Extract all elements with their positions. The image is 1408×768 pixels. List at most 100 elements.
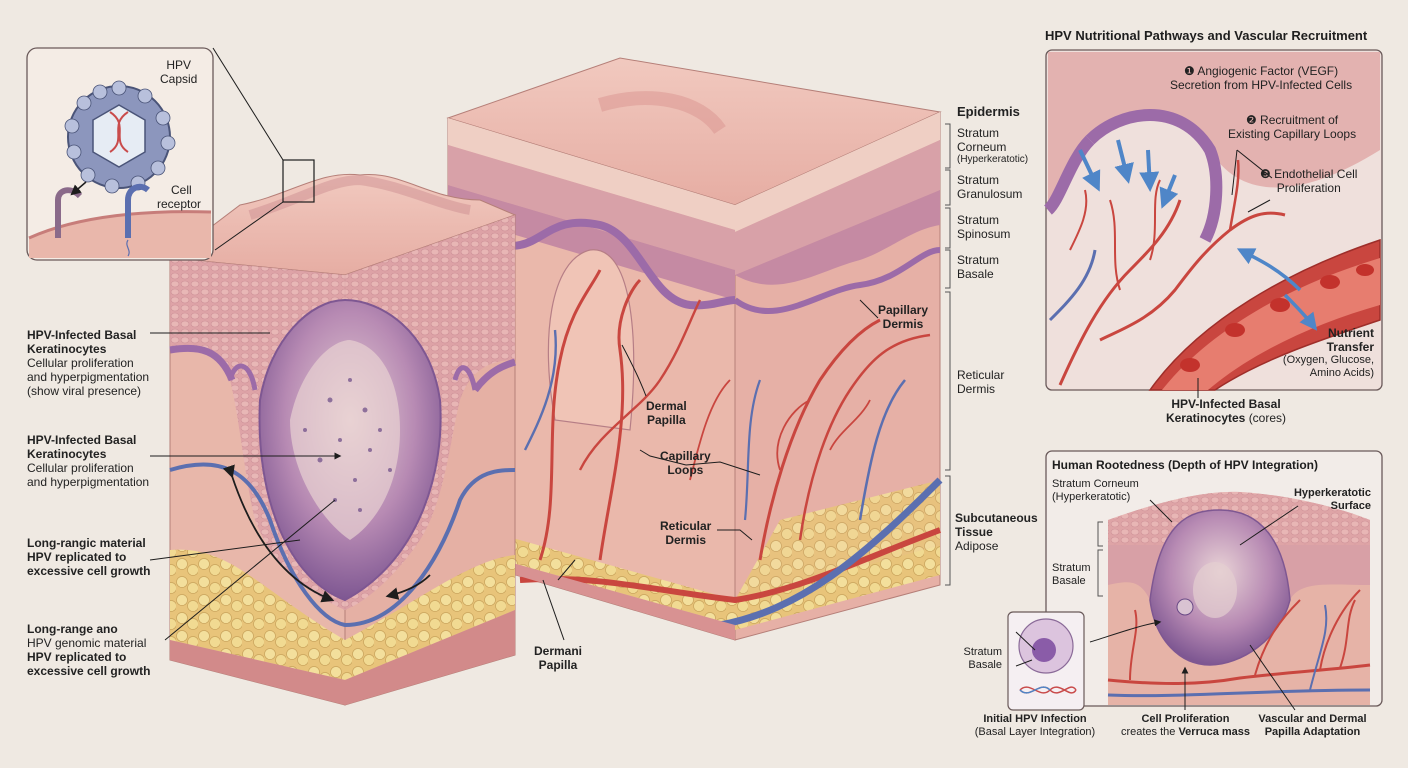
capillary-loops-label: Capillary Loops bbox=[660, 449, 711, 477]
stratum-basale-label: Stratum Basale bbox=[957, 253, 999, 281]
stratum-spinosum-line1: Stratum bbox=[957, 213, 1000, 227]
dermal-papilla-line1: Dermal bbox=[646, 399, 687, 413]
long-range-2-line4: excessive cell growth bbox=[27, 664, 151, 678]
adipose-line: Adipose bbox=[955, 539, 999, 553]
hpv-infected-1-body-line3: (show viral presence) bbox=[27, 384, 142, 398]
hpv-infected-1-body-line1: Cellular proliferation bbox=[27, 356, 134, 370]
hpv-capsid-label: HPV Capsid bbox=[160, 58, 197, 86]
initial-infection-label: Initial HPV Infection (Basal Layer Integ… bbox=[965, 713, 1105, 739]
nutrient-transfer-label: Nutrient Transfer (Oxygen, Glucose, Amin… bbox=[1270, 326, 1374, 380]
inset-basale-line1: Stratum bbox=[963, 646, 1002, 658]
step1-line1: ❶ Angiogenic Factor (VEGF) bbox=[1183, 64, 1339, 78]
stratum-corneum-line2: Corneum bbox=[957, 140, 1007, 154]
root-corneum-line1: Stratum Corneum bbox=[1052, 478, 1139, 490]
root-stratum-basale-label: Stratum Basale bbox=[1052, 562, 1091, 588]
stratum-basale-line2: Basale bbox=[957, 267, 994, 281]
step3-line2: Proliferation bbox=[1276, 181, 1341, 195]
nutrition-caption: HPV-Infected Basal Keratinocytes (cores) bbox=[1156, 397, 1296, 425]
hpv-infected-1-title-line1: HPV-Infected Basal bbox=[27, 328, 137, 342]
long-range-label-1: Long-rangic material HPV replicated to e… bbox=[27, 536, 150, 578]
center-skin-block bbox=[446, 57, 943, 641]
cell-proliferation-prefix: creates the bbox=[1120, 726, 1179, 738]
hyperkeratotic-line1: Hyperkeratotic bbox=[1293, 487, 1371, 499]
subcutaneous-line1: Subcutaneous bbox=[955, 511, 1038, 525]
hpv-infected-1-title-line2: Keratinocytes bbox=[27, 342, 107, 356]
papillary-dermis-line2: Dermis bbox=[882, 317, 924, 331]
reticular-dermis-line1: Reticular bbox=[957, 368, 1005, 382]
root-basale-line1: Stratum bbox=[1052, 562, 1091, 574]
hpv-infected-1-body-line2: and hyperpigmentation bbox=[27, 370, 150, 384]
step2-line1: ❷ Recruitment of bbox=[1245, 113, 1339, 127]
main-leader-lines bbox=[149, 299, 879, 641]
left-skin-block bbox=[168, 47, 517, 706]
nutrient-body-line2: Amino Acids) bbox=[1309, 367, 1374, 379]
virus-inset bbox=[26, 47, 214, 261]
vascular-adaptation-label: Vascular and Dermal Papilla Adaptation bbox=[1250, 713, 1375, 739]
caption-bold-line2: Keratinocytes bbox=[1165, 411, 1246, 425]
epidermis-label: Epidermis bbox=[957, 104, 1020, 119]
vascular-line1: Vascular and Dermal bbox=[1258, 713, 1367, 725]
long-range-1-line2: HPV replicated to bbox=[27, 550, 127, 564]
stratum-granulosum-label: Stratum Granulosum bbox=[957, 173, 1022, 201]
cell-receptor-label: Cell receptor bbox=[157, 183, 201, 211]
long-range-1-line1: Long-rangic material bbox=[27, 536, 146, 550]
cell-receptor-line2: receptor bbox=[157, 197, 202, 211]
long-range-2-line1: Long-range ano bbox=[27, 622, 118, 636]
reticular-dermis-line2: Dermis bbox=[957, 382, 995, 396]
inset-basale-line2: Basale bbox=[968, 659, 1002, 671]
stratum-granulosum-line2: Granulosum bbox=[957, 187, 1023, 201]
cell-proliferation-title: Cell Proliferation bbox=[1141, 713, 1230, 725]
root-corneum-line2: (Hyperkeratotic) bbox=[1052, 491, 1131, 503]
long-range-label-2: Long-range ano HPV genomic material HPV … bbox=[27, 622, 150, 678]
long-range-2-line2: HPV genomic material bbox=[27, 636, 147, 650]
hyperkeratotic-surface-label: Hyperkeratotic Surface bbox=[1275, 487, 1371, 513]
hyperkeratotic-line2: Surface bbox=[1330, 500, 1371, 512]
layer-brackets bbox=[945, 123, 951, 586]
hpv-infected-2-title-line1: HPV-Infected Basal bbox=[27, 433, 137, 447]
step3-line1: ❸ Endothelial Cell bbox=[1260, 167, 1358, 181]
hpv-infected-label-2: HPV-Infected Basal Keratinocytes Cellula… bbox=[27, 433, 149, 489]
center-reticular-line2: Dermis bbox=[665, 533, 707, 547]
subcutaneous-label: Subcutaneous Tissue Adipose bbox=[955, 511, 1038, 553]
inset-stratum-basale-label: Stratum Basale bbox=[950, 646, 1002, 672]
step2-line2: Existing Capillary Loops bbox=[1228, 127, 1357, 141]
stratum-granulosum-line1: Stratum bbox=[957, 173, 1000, 187]
step1-label: ❶ Angiogenic Factor (VEGF) Secretion fro… bbox=[1170, 64, 1352, 92]
root-basale-line2: Basale bbox=[1052, 575, 1086, 587]
stratum-spinosum-line2: Spinosum bbox=[957, 227, 1011, 241]
hpv-infected-2-body-line2: and hyperpigmentation bbox=[27, 475, 150, 489]
nutrition-panel-title: HPV Nutritional Pathways and Vascular Re… bbox=[1045, 28, 1368, 43]
nutrition-panel-art bbox=[1043, 49, 1383, 398]
center-reticular-line1: Reticular bbox=[660, 519, 712, 533]
stratum-corneum-line1: Stratum bbox=[957, 126, 1000, 140]
dermani-papilla-line2: Papilla bbox=[538, 658, 578, 672]
long-range-1-line3: excessive cell growth bbox=[27, 564, 151, 578]
rootedness-panel-title: Human Rootedness (Depth of HPV Integrati… bbox=[1052, 458, 1319, 472]
cell-receptor-line1: Cell bbox=[171, 183, 192, 197]
step1-line2: Secretion from HPV-Infected Cells bbox=[1170, 78, 1353, 92]
nutrient-title-line2: Transfer bbox=[1326, 340, 1374, 354]
vascular-line2: Papilla Adaptation bbox=[1264, 726, 1361, 738]
rootedness-panel-art bbox=[1007, 450, 1383, 711]
hpv-infected-label-1: HPV-Infected Basal Keratinocytes Cellula… bbox=[27, 328, 149, 398]
hpv-capsid-line2: Capsid bbox=[160, 72, 198, 86]
center-reticular-dermis-label: Reticular Dermis bbox=[660, 519, 711, 547]
dermal-papilla-label: Dermal Papilla bbox=[646, 399, 687, 427]
cell-proliferation-label: Cell Proliferation creates the Verruca m… bbox=[1118, 713, 1253, 739]
dermani-papilla-line1: Dermani bbox=[534, 644, 583, 658]
stratum-corneum-label: Stratum Corneum (Hyperkeratotic) bbox=[957, 126, 1028, 166]
stratum-spinosum-label: Stratum Spinosum bbox=[957, 213, 1010, 241]
long-range-2-line3: HPV replicated to bbox=[27, 650, 127, 664]
reticular-dermis-label: Reticular Dermis bbox=[957, 368, 1004, 396]
root-stratum-corneum-label: Stratum Corneum (Hyperkeratotic) bbox=[1052, 478, 1139, 504]
papillary-dermis-label: Papillary Dermis bbox=[878, 303, 928, 331]
caption-normal: (cores) bbox=[1248, 411, 1287, 425]
subcutaneous-line2: Tissue bbox=[955, 525, 993, 539]
caption-bold-line1: HPV-Infected Basal bbox=[1171, 397, 1281, 411]
hpv-capsid-line1: HPV bbox=[166, 58, 192, 72]
hpv-infected-2-body-line1: Cellular proliferation bbox=[27, 461, 134, 475]
step3-label: ❸ Endothelial Cell Proliferation bbox=[1260, 167, 1357, 195]
dermani-papilla-label: Dermani Papilla bbox=[534, 644, 582, 672]
